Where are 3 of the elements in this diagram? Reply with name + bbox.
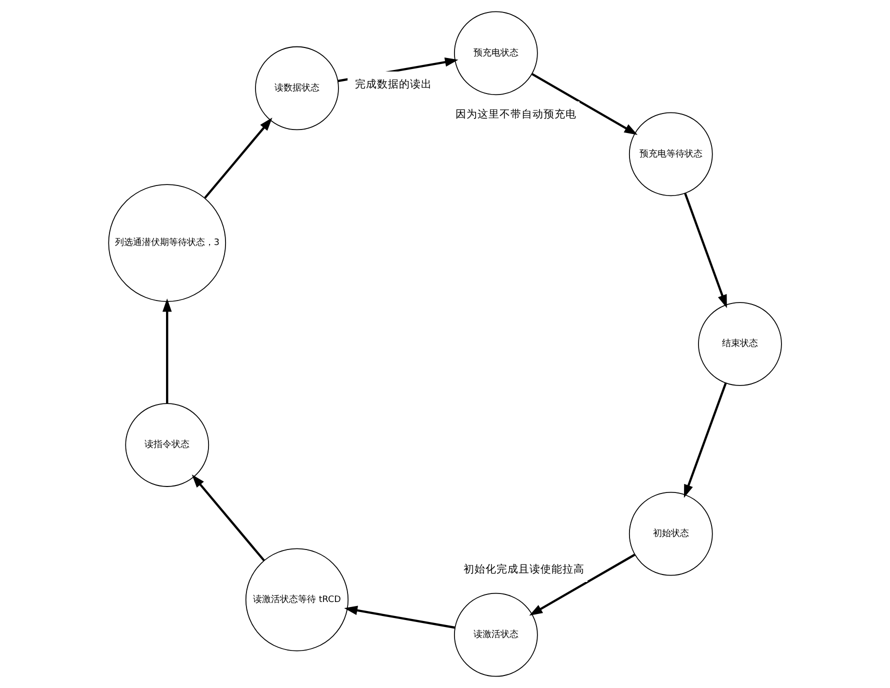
edge-label: 完成数据的读出 xyxy=(355,78,432,90)
edge-label: 因为这里不带自动预充电 xyxy=(455,108,576,120)
edge-label: 初始化完成且读使能拉高 xyxy=(463,563,584,576)
